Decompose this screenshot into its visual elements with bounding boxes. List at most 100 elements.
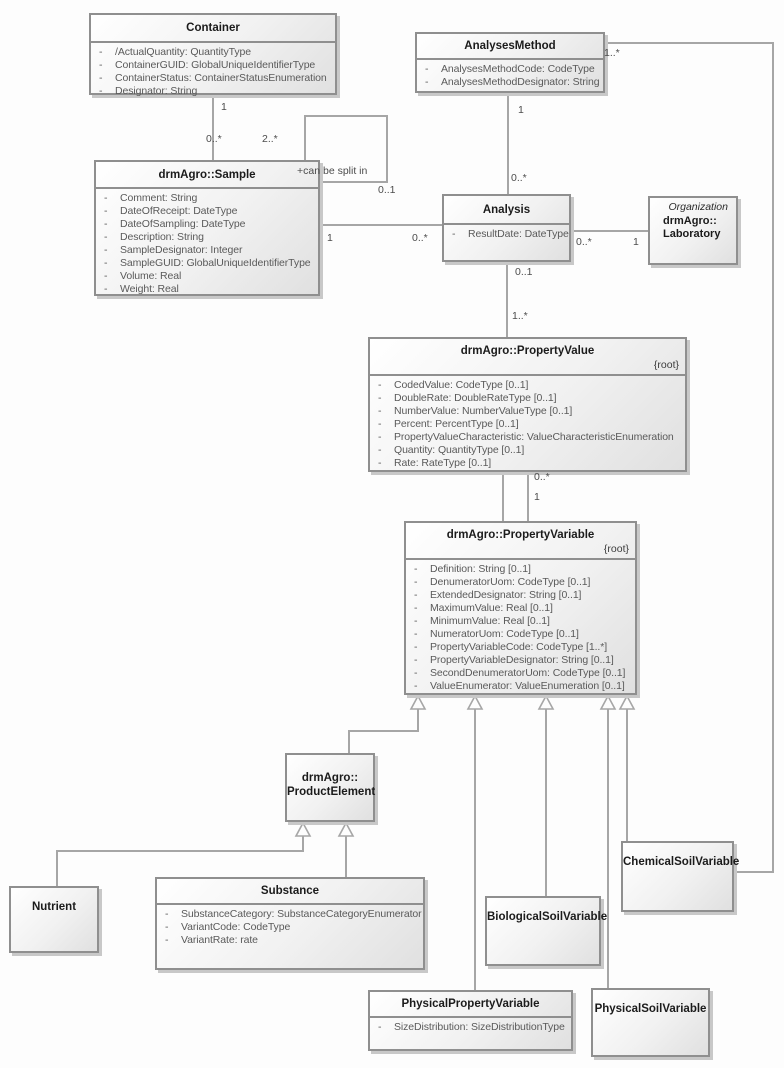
multiplicity-container-end: 1 [221,101,227,113]
class-substance-attributes: SubstanceCategory: SubstanceCategoryEnum… [157,905,423,968]
attribute: ExtendedDesignator: String [0..1] [406,589,635,602]
attribute: ContainerStatus: ContainerStatusEnumerat… [91,72,335,85]
class-substance[interactable]: Substance SubstanceCategory: SubstanceCa… [155,877,425,970]
class-physical-property-variable[interactable]: PhysicalPropertyVariable SizeDistributio… [368,990,573,1051]
class-analysis-title: Analysis [444,196,569,225]
multiplicity-split-target: 0..1 [378,184,396,196]
role-label-can-be-split-in: +can be split in [297,165,368,177]
multiplicity-analysesmethod-end: 1..* [604,47,620,59]
class-property-variable[interactable]: drmAgro::PropertyVariable {root} Definit… [404,521,637,695]
class-sample-title: drmAgro::Sample [96,162,318,189]
attribute: DoubleRate: DoubleRateType [0..1] [370,392,685,405]
class-analysis-attributes: ResultDate: DateType [444,225,569,260]
multiplicity-analysesmethod-end: 1 [518,104,524,116]
attribute: SampleGUID: GlobalUniqueIdentifierType [96,257,318,270]
attribute: Description: String [96,231,318,244]
class-property-variable-header: drmAgro::PropertyVariable {root} [406,523,635,560]
attribute: Rate: RateType [0..1] [370,457,685,470]
multiplicity-propertyvariable-end: 1 [534,491,540,503]
class-biological-soil-variable[interactable]: BiologicalSoilVariable [485,896,607,966]
attribute: CodedValue: CodeType [0..1] [370,379,685,392]
class-product-element-title-line2: ProductElement [287,786,376,798]
attribute: DenumeratorUom: CodeType [0..1] [406,576,635,589]
attribute: MaximumValue: Real [0..1] [406,602,635,615]
attribute: SubstanceCategory: SubstanceCategoryEnum… [157,908,423,921]
multiplicity-laboratory-end: 1 [633,236,639,248]
generalization-arrow-icon [337,821,355,837]
attribute: MinimumValue: Real [0..1] [406,615,635,628]
class-laboratory-stereotype: Organization [668,201,728,213]
attribute: Volume: Real [96,270,318,283]
class-property-value[interactable]: drmAgro::PropertyValue {root} CodedValue… [368,337,687,472]
attribute: SecondDenumeratorUom: CodeType [0..1] [406,667,635,680]
attribute: SampleDesignator: Integer [96,244,318,257]
attribute: PropertyValueCharacteristic: ValueCharac… [370,431,685,444]
association-sample-self-split [304,115,388,183]
attribute: Comment: String [96,192,318,205]
attribute: Definition: String [0..1] [406,563,635,576]
multiplicity-analysis-end: 0..1 [515,266,533,278]
generalization-arrow-icon [599,694,617,710]
class-physical-property-variable-attributes: SizeDistribution: SizeDistributionType [370,1018,571,1049]
class-physical-property-variable-title: PhysicalPropertyVariable [370,992,571,1018]
attribute: ContainerGUID: GlobalUniqueIdentifierTyp… [91,59,335,72]
generalization-arrow-icon [466,694,484,710]
class-property-value-root-tag: {root} [653,359,679,371]
class-property-value-header: drmAgro::PropertyValue {root} [370,339,685,376]
multiplicity-sample-end: 0..* [206,133,222,145]
multiplicity-analysis-end: 0..* [576,236,592,248]
class-sample[interactable]: drmAgro::Sample Comment: String DateOfRe… [94,160,320,296]
generalization-arrow-icon [294,821,312,837]
class-property-variable-title: drmAgro::PropertyVariable [446,529,595,541]
class-property-value-attributes: CodedValue: CodeType [0..1] DoubleRate: … [370,376,685,470]
class-substance-title: Substance [157,879,423,905]
class-nutrient-title: Nutrient [31,901,77,913]
attribute: Percent: PercentType [0..1] [370,418,685,431]
class-container[interactable]: Container /ActualQuantity: QuantityType … [89,13,337,98]
attribute: DateOfReceipt: DateType [96,205,318,218]
multiplicity-propertyvalue-end: 1..* [512,310,528,322]
class-analyses-method-attributes: AnalysesMethodCode: CodeType AnalysesMet… [417,60,603,91]
class-chemical-soil-variable[interactable]: ChemicalSoilVariable [621,841,740,912]
generalization-productelement-propertyvariable [348,708,419,753]
class-physical-soil-variable-title: PhysicalSoilVariable [594,1003,707,1015]
class-property-variable-root-tag: {root} [603,543,629,555]
class-product-element[interactable]: drmAgro:: ProductElement [285,753,375,822]
multiplicity-propertyvalue-end: 0..* [534,471,550,483]
multiplicity-analysis-end: 0..* [412,232,428,244]
attribute: ResultDate: DateType [444,228,569,241]
association-analysesmethod-chemicalsoilvariable [605,42,774,873]
class-analysis[interactable]: Analysis ResultDate: DateType [442,194,571,262]
class-container-attributes: /ActualQuantity: QuantityType ContainerG… [91,43,335,98]
class-property-variable-attributes: Definition: String [0..1] DenumeratorUom… [406,560,635,693]
multiplicity-analysis-end: 0..* [511,172,527,184]
class-nutrient[interactable]: Nutrient [9,886,99,953]
attribute: SizeDistribution: SizeDistributionType [370,1021,571,1034]
class-sample-attributes: Comment: String DateOfReceipt: DateType … [96,189,318,296]
class-laboratory[interactable]: Organization drmAgro:: Laboratory [648,196,738,265]
attribute: PropertyVariableDesignator: String [0..1… [406,654,635,667]
class-property-value-title: drmAgro::PropertyValue [460,345,595,357]
attribute: VariantRate: rate [157,934,423,947]
attribute: AnalysesMethodCode: CodeType [417,63,603,76]
multiplicity-sample-end: 1 [327,232,333,244]
multiplicity-split-source: 2..* [262,133,278,145]
class-analyses-method[interactable]: AnalysesMethod AnalysesMethodCode: CodeT… [415,32,605,93]
attribute: PropertyVariableCode: CodeType [1..*] [406,641,635,654]
generalization-arrow-icon [537,694,555,710]
class-chemical-soil-variable-title: ChemicalSoilVariable [623,856,740,868]
class-container-title: Container [91,15,335,43]
generalization-nutrient-productelement [56,836,304,886]
class-physical-soil-variable[interactable]: PhysicalSoilVariable [591,988,710,1057]
attribute: AnalysesMethodDesignator: String [417,76,603,89]
class-product-element-title: drmAgro:: ProductElement [287,755,376,799]
attribute: Quantity: QuantityType [0..1] [370,444,685,457]
attribute: NumberValue: NumberValueType [0..1] [370,405,685,418]
attribute: /ActualQuantity: QuantityType [91,46,335,59]
generalization-arrow-icon [409,694,427,710]
attribute: NumeratorUom: CodeType [0..1] [406,628,635,641]
attribute: DateOfSampling: DateType [96,218,318,231]
generalization-arrow-icon [618,694,636,710]
attribute: VariantCode: CodeType [157,921,423,934]
